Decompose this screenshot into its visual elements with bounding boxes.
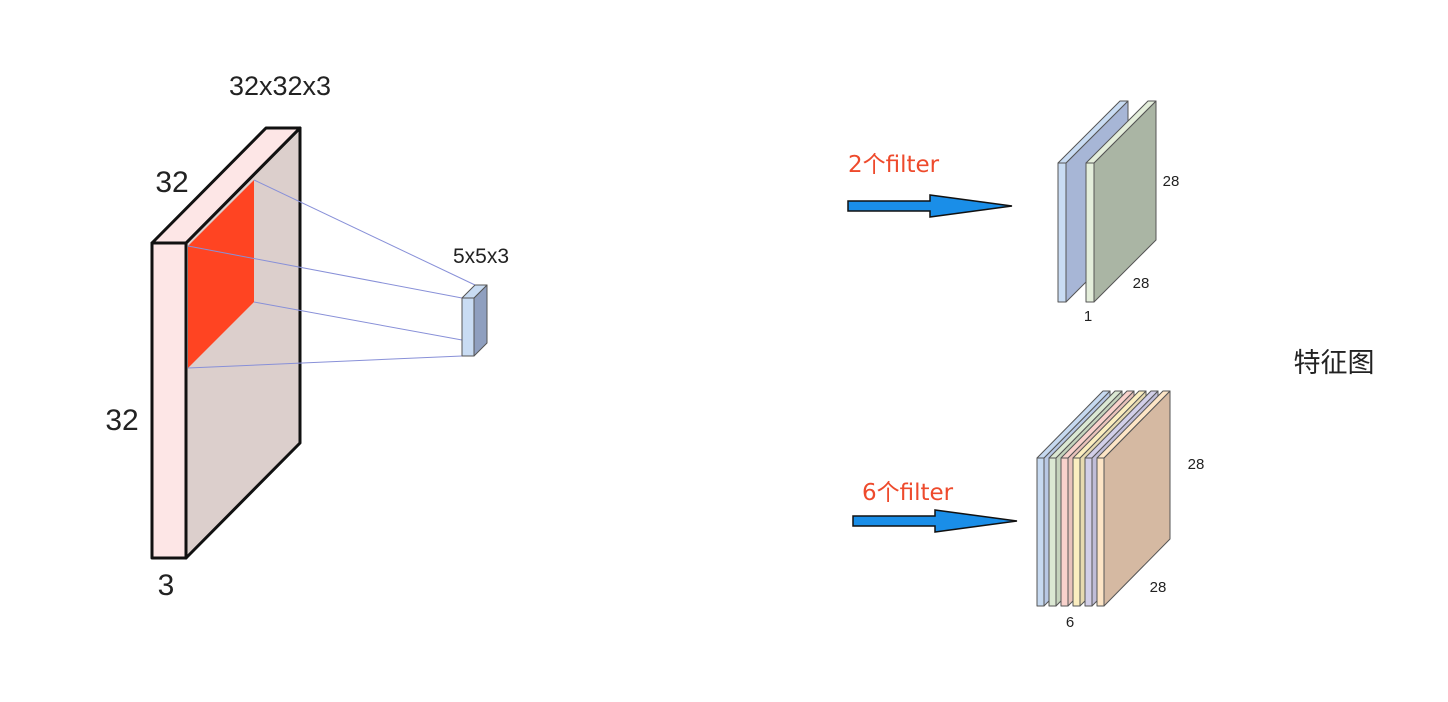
- input-volume-front: [150, 241, 188, 560]
- top-height-label: 28: [1163, 173, 1180, 190]
- input-width-label: 32: [155, 166, 188, 199]
- bottom-width-label: 28: [1150, 579, 1167, 596]
- bottom-arrow-label: 6个filter: [862, 480, 954, 506]
- feature-map-slab: [1096, 390, 1171, 607]
- input-volume: [150, 126, 302, 560]
- receptive-field: [188, 180, 254, 368]
- feature-map-label: 特征图: [1294, 348, 1375, 379]
- projection-rays: [187, 179, 476, 369]
- filter-label: 5x5x3: [453, 245, 509, 268]
- input-height-label: 32: [105, 404, 138, 437]
- bottom-height-label: 28: [1188, 456, 1205, 473]
- input-depth-label: 3: [158, 569, 175, 602]
- top-width-label: 28: [1133, 275, 1150, 292]
- bottom-depth-label: 6: [1066, 614, 1074, 631]
- feature-map-stack-2: [1057, 100, 1157, 303]
- top-depth-label: 1: [1084, 308, 1092, 325]
- arrow-top: [847, 194, 1013, 218]
- arrow-bottom: [852, 509, 1018, 533]
- feature-map-stack-6: [1036, 390, 1171, 607]
- top-arrow-label: 2个filter: [848, 152, 940, 178]
- input-volume-title: 32x32x3: [229, 71, 331, 101]
- filter-box: [461, 284, 488, 357]
- feature-map-slab: [1085, 100, 1157, 303]
